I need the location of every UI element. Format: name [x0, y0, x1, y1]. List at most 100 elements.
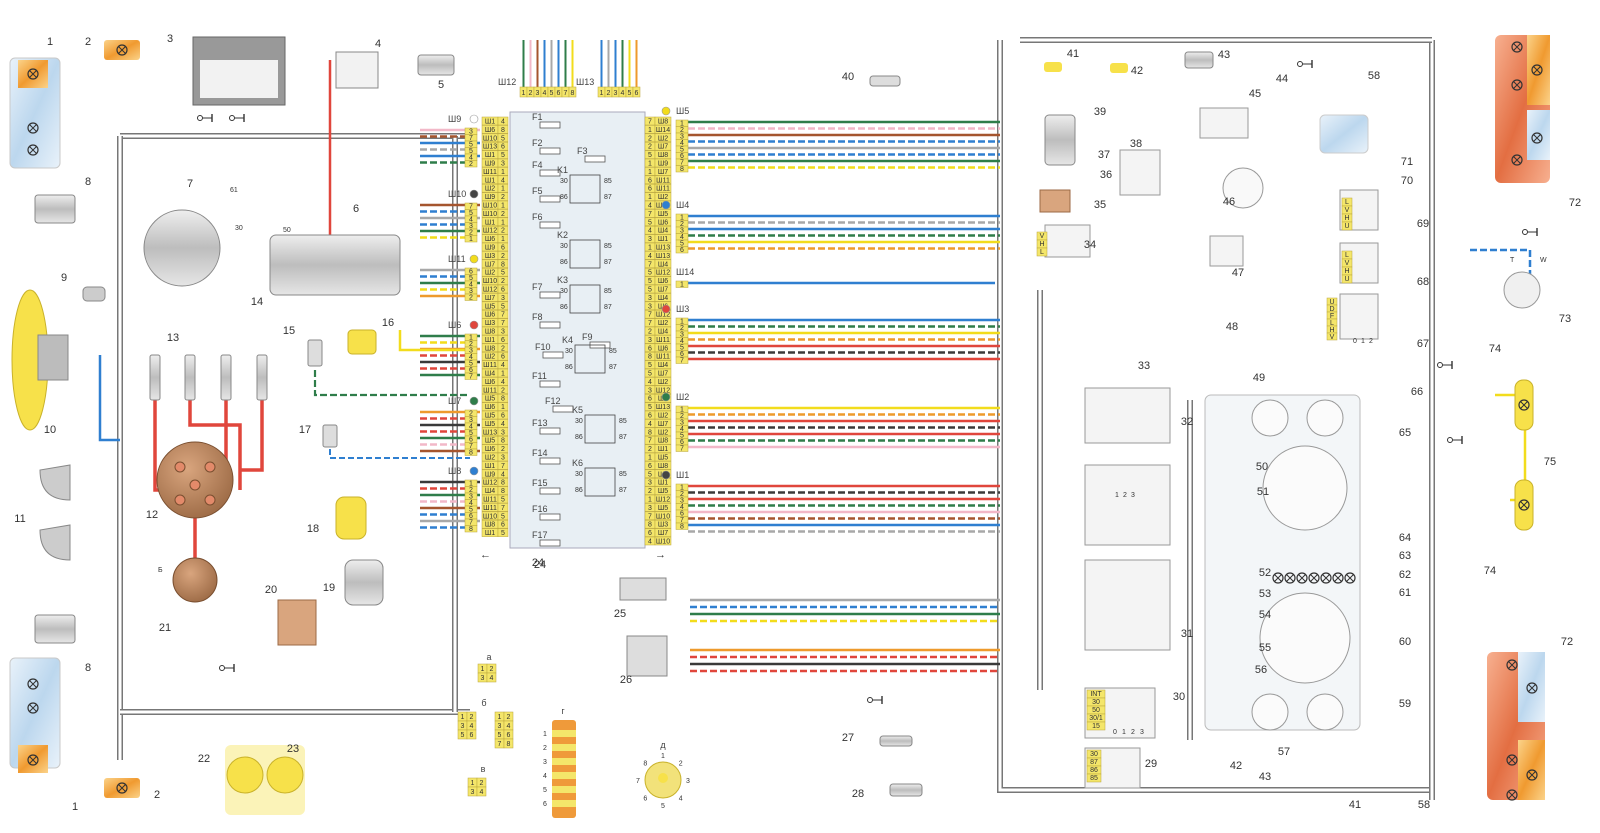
connector-name: Ш11 [448, 254, 466, 264]
wiper-switch-position: 3 [1131, 492, 1135, 499]
spark-plug [256, 354, 268, 401]
fuse-block-left-connector-label: Ш1 [485, 177, 495, 184]
fuse-block-left-connector-label: Ш10 [483, 203, 497, 210]
fuse-block-left-pin-number: 3 [501, 295, 505, 302]
washer-pump-windshield [266, 756, 304, 794]
fuse-block-left-pin-number: 8 [501, 261, 505, 268]
rear-lamp-right-turn [1527, 35, 1550, 105]
component-label-2: 2 [85, 36, 91, 48]
component-label-72: 72 [1561, 636, 1573, 648]
fuse-block-left-pin [497, 519, 509, 529]
component-label-53: 53 [1259, 588, 1271, 600]
inset-pin-number: 2 [507, 714, 511, 721]
fuse-block-right-cell [654, 410, 672, 420]
component-label-19: 19 [323, 582, 335, 594]
wiper-switch-position: 2 [1123, 492, 1127, 499]
rear-lamp-bulb [1511, 79, 1523, 91]
ignition-switch-position: 1 [1122, 729, 1126, 736]
connector-pin-number: 5 [550, 90, 554, 97]
fuse-block-right-connector-label: Ш2 [658, 429, 668, 436]
connector-pin-number: 3 [469, 129, 473, 136]
connector-pin-number: 7 [469, 443, 473, 450]
fuse-block-left-pin [497, 486, 509, 495]
fuse-block-right-pin-number: 7 [648, 320, 652, 327]
oil-pressure-sensor [322, 424, 338, 448]
fuse-block-right-connector-label: Ш12 [656, 312, 670, 319]
connector-color-dot [661, 200, 671, 210]
harness-direction-arrow: ← [480, 549, 491, 561]
fuse-block-left-pin [497, 427, 509, 437]
connector-pin-number: 5 [680, 147, 684, 154]
component-label-39: 39 [1094, 106, 1106, 118]
fuse-block-left-connector-label: Ш1 [485, 119, 495, 126]
connector-name: Ш5 [676, 106, 689, 116]
component-label-8: 8 [85, 176, 91, 188]
starter-terminal-label: 50 [283, 227, 291, 234]
ignition-switch-pin-label: 30 [1092, 699, 1100, 706]
component-label-56: 56 [1255, 664, 1267, 676]
fuse-block-left-connector-label: Ш5 [485, 438, 495, 445]
fuse-label: F7 [532, 282, 543, 292]
fuse-block-right-cell [654, 435, 672, 445]
relay-pin-label: 30 [575, 418, 583, 425]
fuse-block-right-connector-label: Ш7 [658, 144, 668, 151]
fuse-block-right-cell [654, 377, 672, 386]
switch-pin-letter: D [1329, 306, 1334, 313]
fuse-block-left-pin [497, 259, 509, 269]
connector-pin-number: 5 [469, 361, 473, 368]
connector-pin [675, 246, 689, 254]
connector-pin-number: 4 [680, 338, 684, 345]
relay-k5 [584, 414, 616, 444]
rear-lamp-right-reverse [1527, 110, 1550, 160]
fuse-block-right-connector-label: Ш1 [658, 446, 668, 453]
fuse-block-right-cell [654, 528, 672, 537]
fuse-block-left-connector-label: Ш6 [485, 404, 495, 411]
fuse-block-left-connector-label: Ш2 [485, 354, 495, 361]
harness-dash-left-core [998, 40, 1430, 792]
switch-67-position: 1 [1361, 338, 1365, 345]
fuse-block-right-pin-number: 4 [648, 203, 652, 210]
coolant-temp-gauge [1306, 693, 1344, 731]
speedometer [1259, 592, 1351, 684]
starter-motor [269, 234, 401, 296]
component-label-71: 71 [1401, 156, 1413, 168]
instrument-cluster [1204, 394, 1361, 731]
fuse-block-right-cell [654, 477, 672, 487]
fuse-block-left-connector-label: Ш8 [485, 345, 495, 352]
fuse-block-left-pin-number: 4 [501, 471, 505, 478]
ground-symbol [867, 696, 883, 704]
inset-label-a: а [486, 652, 491, 662]
fuse-block-right-cell [654, 494, 672, 504]
fuse-block-left-pin-number: 6 [501, 354, 505, 361]
fuse-block-left-pin-number: 8 [501, 396, 505, 403]
connector-pin [675, 165, 689, 173]
inset-pin-number: 2 [470, 714, 474, 721]
connector-pin-number: 1 [680, 121, 684, 128]
inset-pin-number: 4 [507, 723, 511, 730]
exterior-lighting-switch [1339, 293, 1379, 340]
inset-d-pin-number: 6 [643, 796, 647, 803]
fuse-block-left-pin-number: 8 [501, 488, 505, 495]
component-label-31: 31 [1181, 628, 1193, 640]
component-label-4: 4 [375, 38, 381, 50]
fuse-block-left-pin [497, 293, 509, 302]
fuse-block-left-pin [497, 511, 509, 521]
component-label-50: 50 [1256, 461, 1268, 473]
component-label-36: 36 [1100, 169, 1112, 181]
fuse-block-left-pin [497, 242, 509, 252]
fuse-block-right-connector-label: Ш1 [658, 480, 668, 487]
fuse-block-left-connector-label: Ш11 [483, 387, 497, 394]
connector-pin-number: 5 [469, 430, 473, 437]
connector-pin-number: 1 [522, 90, 526, 97]
connector-pin-number: 6 [557, 90, 561, 97]
connector-pin-number: 3 [469, 494, 473, 501]
tachometer [1262, 445, 1348, 531]
fuse-block-left-pin-number: 3 [501, 329, 505, 336]
fuse-block-left-pin-number: 2 [501, 345, 505, 352]
component-label-24: 24 [532, 557, 544, 569]
